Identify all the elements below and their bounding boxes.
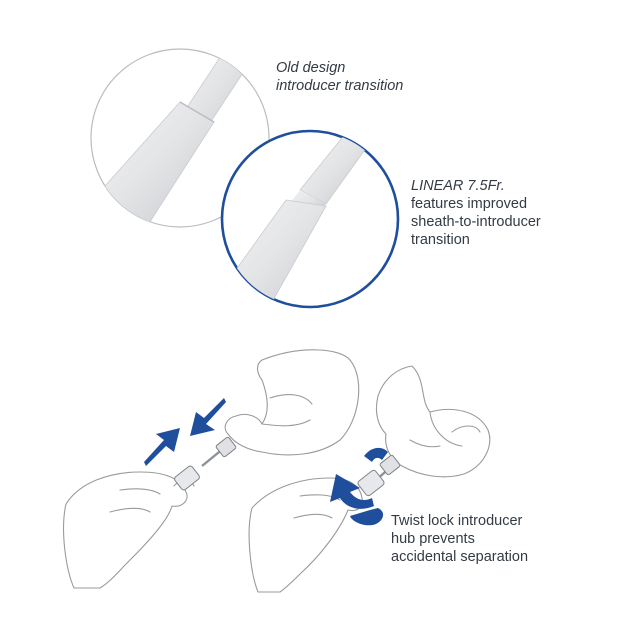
arrow-right-icon — [144, 428, 180, 466]
linear-magnifier — [220, 129, 400, 309]
linear-caption-line: sheath-to-introducer — [411, 214, 541, 230]
lower-hand-left — [63, 471, 188, 589]
left-hands-illustration — [63, 349, 360, 589]
twist-lock-caption-line: Twist lock introducer — [391, 513, 523, 529]
twist-arrow-icon — [330, 447, 388, 526]
linear-caption-line: features improved — [411, 196, 528, 212]
upper-hand-right — [375, 365, 491, 478]
old-design-caption-line: introducer transition — [276, 78, 404, 94]
upper-hand-left — [224, 349, 360, 456]
catheter-left — [174, 436, 237, 491]
twist-lock-caption-line: hub prevents — [391, 531, 475, 547]
linear-caption-title: LINEAR 7.5Fr. — [411, 178, 505, 194]
lower-hand-right — [248, 477, 363, 593]
twist-lock-caption: Twist lock introducer hub prevents accid… — [391, 512, 528, 566]
old-design-caption-line: Old design — [276, 60, 346, 76]
arrow-left-icon — [190, 398, 226, 436]
old-design-magnifier — [90, 48, 270, 228]
linear-caption-line: transition — [411, 232, 470, 248]
catheter-right — [357, 454, 401, 497]
linear-caption: LINEAR 7.5Fr. features improved sheath-t… — [411, 177, 541, 249]
twist-lock-caption-line: accidental separation — [391, 549, 529, 565]
right-hands-illustration — [248, 365, 491, 593]
old-design-caption: Old design introducer transition — [276, 59, 403, 95]
